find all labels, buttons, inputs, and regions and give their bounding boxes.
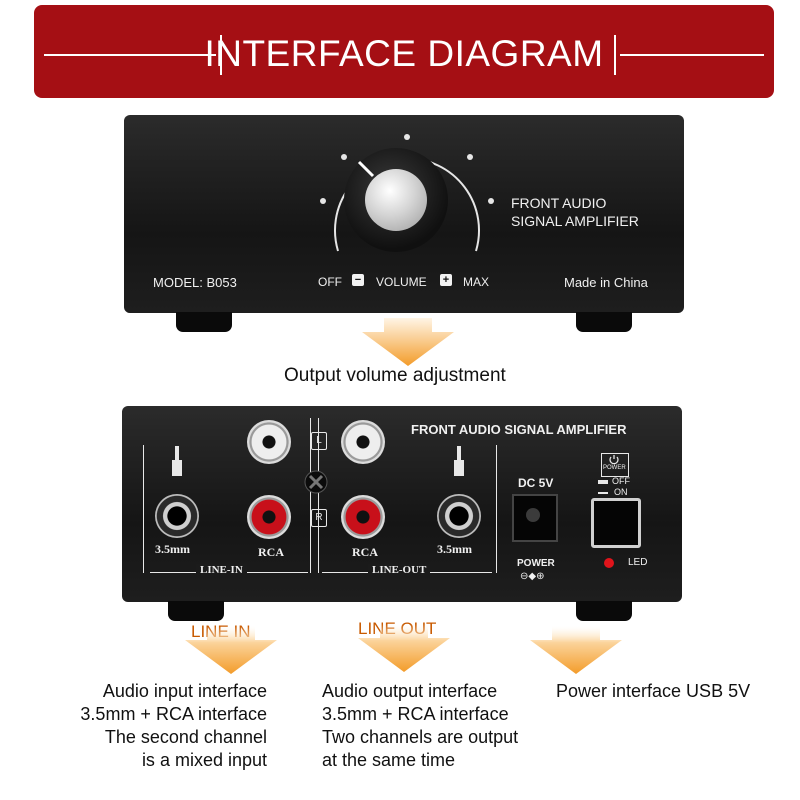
line-out-desc-line: 3.5mm + RCA interface [322,704,509,724]
line-out-3.5mm-jack[interactable] [437,494,481,538]
line-in-desc-line: Audio input interface [102,681,267,701]
line-out-desc-line: at the same time [322,750,456,770]
switch-off-label: OFF [612,476,630,486]
dc-5v-label: DC 5V [518,476,554,490]
line-out-arrow-icon [358,624,450,672]
line-out-desc-line: Two channels are output [322,727,519,747]
volume-off-label: OFF [318,275,342,289]
line-in-group-label: LINE-IN [196,564,247,576]
line-in-3.5mm-jack[interactable] [155,494,199,538]
banner-title: INTERFACE DIAGRAM [204,33,604,74]
banner-divider-left [44,54,216,56]
back-foot-right [576,601,632,621]
volume-plus-icon: + [440,274,452,286]
front-foot-right [576,312,632,332]
switch-on-indicator [598,492,608,494]
headphone-plug-icon-left [172,446,182,476]
product-name-line1: FRONT AUDIO [511,195,607,211]
line-in-description: Audio input interface 3.5mm + RCA interf… [30,680,267,772]
back-foot-left [168,601,224,621]
power-arrow-icon [530,626,622,674]
line-in-desc-line: 3.5mm + RCA interface [80,704,267,724]
power-symbol-icon [609,455,619,465]
headphone-plug-icon-right [454,446,464,476]
banner-divider-right [620,54,764,56]
volume-minus-icon: − [352,274,364,286]
power-switch-button[interactable] [591,498,641,548]
line-in-3.5mm-label: 3.5mm [155,542,190,556]
volume-label: VOLUME [376,275,427,289]
made-in-label: Made in China [564,275,648,290]
model-label: MODEL: B053 [153,275,237,290]
volume-max-label: MAX [463,275,490,289]
banner-bar-left [220,35,222,75]
ground-screw-icon [304,470,328,494]
line-out-3.5mm-label: 3.5mm [437,542,472,556]
dc-socket-pin [526,508,540,522]
power-led [604,558,614,568]
switch-on-label: ON [614,487,628,497]
line-out-rca-label: RCA [352,545,378,559]
line-out-description: Audio output interface 3.5mm + RCA inter… [322,680,518,772]
power-label: POWER [517,558,555,569]
down-arrow-icon [362,318,454,366]
front-foot-left [176,312,232,332]
volume-knob-cap [365,169,427,231]
line-out-frame-left [318,418,319,573]
line-in-rca-left-white[interactable] [247,420,291,464]
channel-right-badge: R [311,509,327,527]
line-in-frame-left [143,445,144,573]
line-out-rca-left-white[interactable] [341,420,385,464]
title-banner: INTERFACE DIAGRAM [34,5,774,98]
led-label: LED [628,557,648,568]
banner-bar-right [614,35,616,75]
line-in-frame-right [310,418,311,573]
line-out-group-label: LINE-OUT [368,564,431,576]
knob-indicator-icon [357,160,375,178]
line-out-frame-right [496,445,497,573]
channel-left-badge: L [311,432,327,450]
back-product-name: FRONT AUDIO SIGNAL AMPLIFIER [411,422,627,437]
power-icon-text: POWER [603,465,626,471]
line-in-desc-line: The second channel [104,727,267,747]
product-name-line2: SIGNAL AMPLIFIER [511,213,639,229]
line-in-desc-line: is a mixed input [141,750,267,770]
switch-off-indicator [598,480,608,484]
power-icon [601,453,629,477]
power-polarity-icon: ⊖◆⊕ [520,571,545,582]
line-in-arrow-icon [185,626,277,674]
line-out-desc-line: Audio output interface [322,681,498,701]
line-in-rca-label: RCA [258,545,284,559]
line-out-rca-right-red[interactable] [341,495,385,539]
line-in-rca-right-red[interactable] [247,495,291,539]
power-description: Power interface USB 5V [556,681,751,701]
front-caption: Output volume adjustment [284,365,506,386]
